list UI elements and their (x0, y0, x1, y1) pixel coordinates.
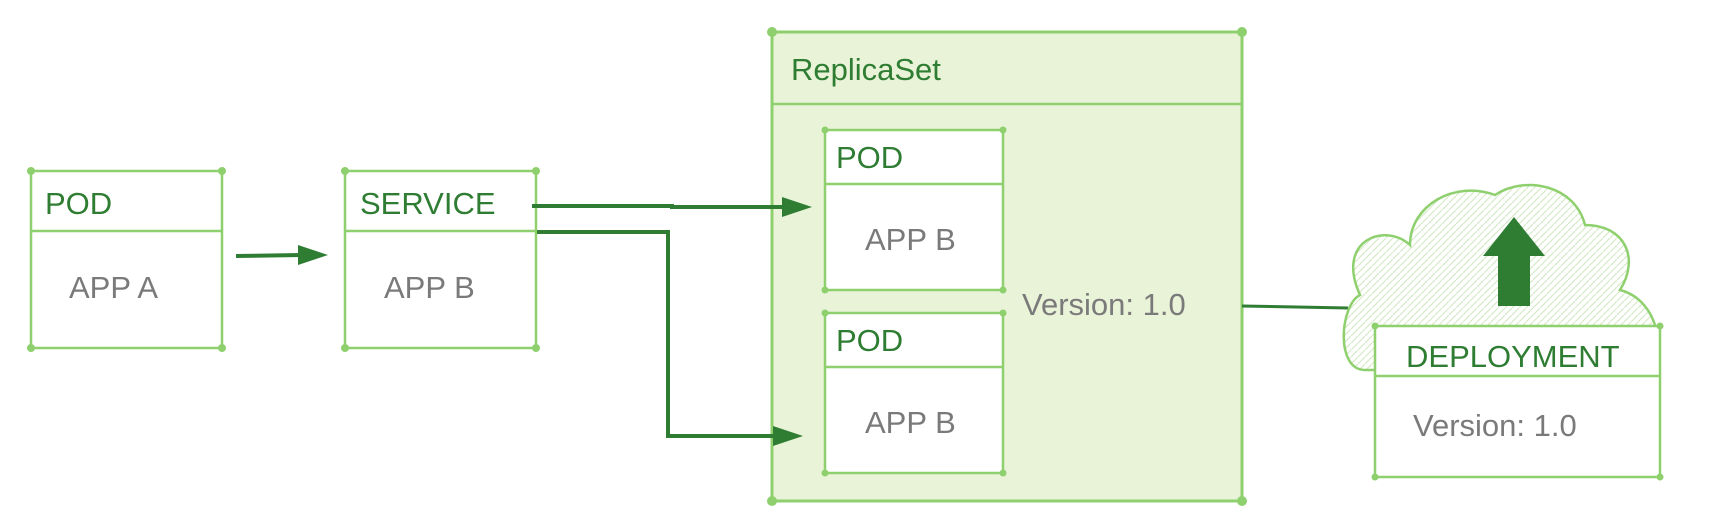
replicaset-version: Version: 1.0 (1022, 287, 1186, 322)
deployment-cloud (1342, 183, 1659, 372)
service-title: SERVICE (360, 186, 496, 221)
service-app-label: APP B (384, 270, 475, 305)
service-box: SERVICE APP B (341, 167, 540, 352)
pod-title: POD (836, 323, 903, 358)
deployment-box: DEPLOYMENT Version: 1.0 (1371, 322, 1664, 481)
arrow-pod-to-service (235, 245, 328, 265)
pod-app-label: APP A (69, 270, 158, 305)
pod-app-label: APP B (865, 222, 956, 257)
upload-arrow-icon (1483, 217, 1545, 306)
replicaset-deployment-connector (1241, 304, 1349, 310)
pod-app-a-box: POD APP A (27, 167, 226, 352)
replicaset-title: ReplicaSet (791, 52, 941, 87)
replicaset-pod-1: POD APP B (821, 126, 1007, 294)
deployment-title: DEPLOYMENT (1406, 339, 1620, 374)
pod-title: POD (45, 186, 112, 221)
replicaset-pod-2: POD APP B (821, 309, 1007, 477)
pod-app-label: APP B (865, 405, 956, 440)
deployment-version: Version: 1.0 (1413, 408, 1577, 443)
arrow-service-to-pod-2 (537, 230, 803, 446)
pod-title: POD (836, 140, 903, 175)
arrow-service-to-pod-1 (532, 197, 812, 217)
